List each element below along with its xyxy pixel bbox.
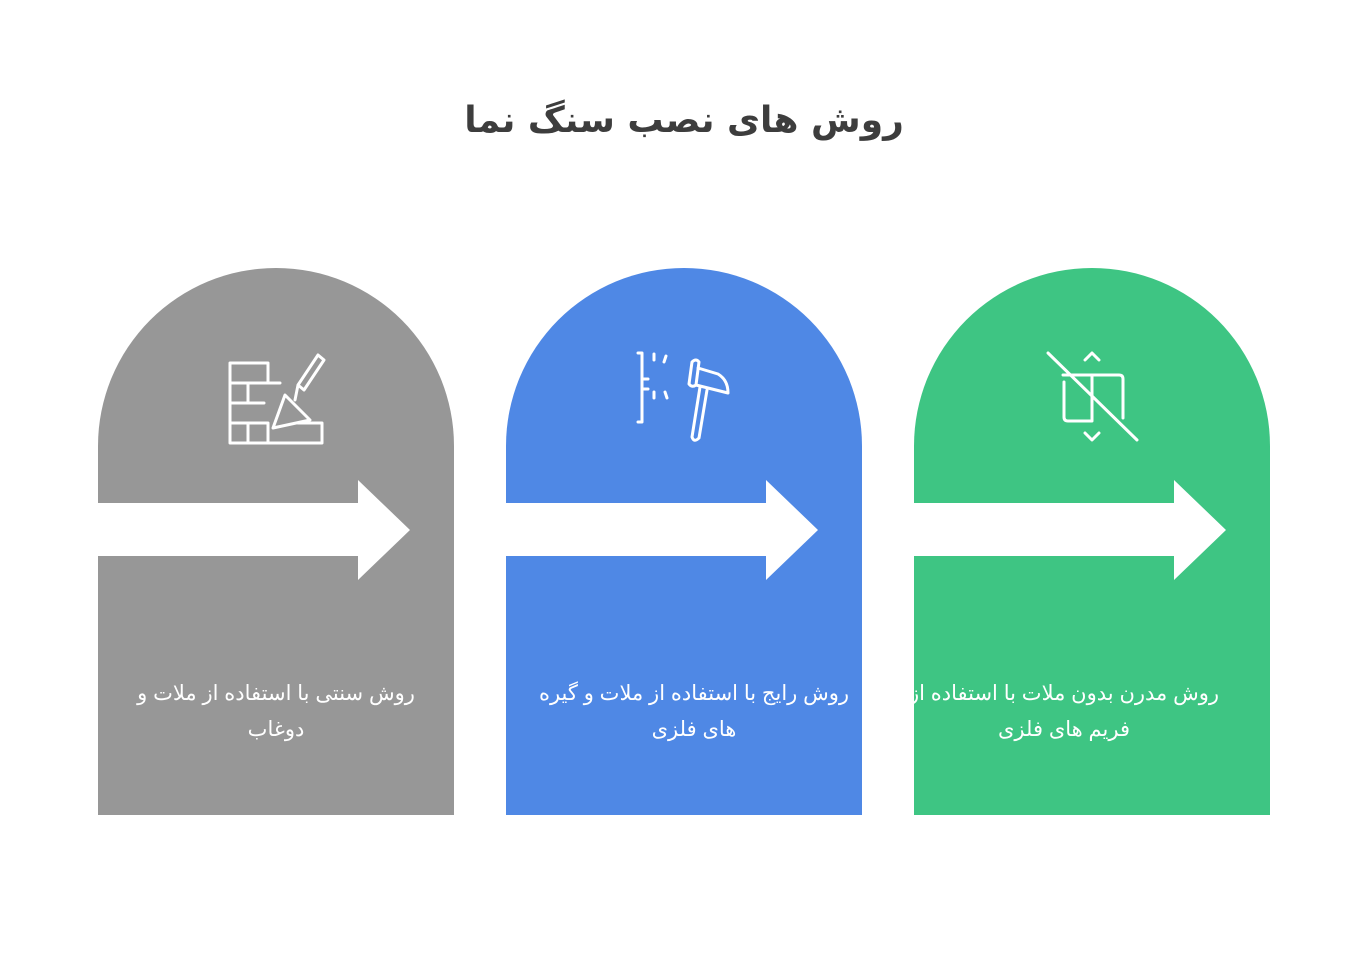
page-title: روش های نصب سنگ نما <box>464 100 904 141</box>
arrow-right-icon <box>98 480 410 580</box>
no-mortar-frame-icon <box>1046 351 1139 442</box>
arrow-right-icon <box>914 480 1226 580</box>
step-card-1 <box>98 268 454 815</box>
step-1-description: روش سنتی با استفاده از ملات و دوغاب <box>137 682 415 741</box>
hammer-chisel-icon <box>636 351 730 442</box>
step-2-description: روش رایج با استفاده از ملات و گیره های ف… <box>538 682 850 741</box>
brick-wall-trowel-icon <box>228 353 326 445</box>
step-3-description: روش مدرن بدون ملات با استفاده از فریم ها… <box>908 682 1220 741</box>
step-card-3 <box>914 268 1270 815</box>
step-card-2 <box>506 268 862 815</box>
arrow-right-icon <box>506 480 818 580</box>
